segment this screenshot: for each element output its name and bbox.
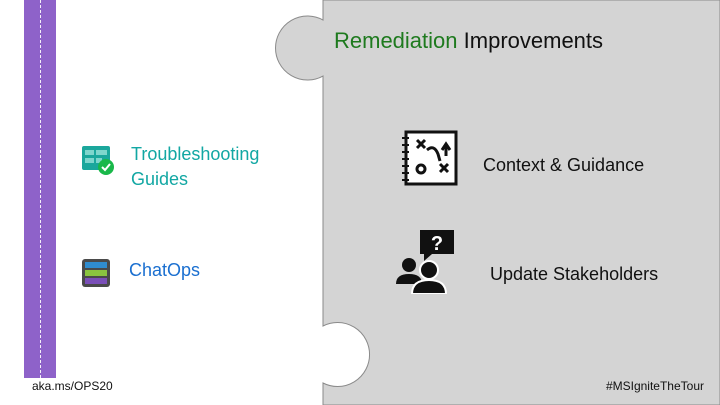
troubleshooting-guide-icon [82,146,114,175]
footer-link: aka.ms/OPS20 [32,379,113,393]
svg-text:?: ? [431,233,443,255]
title-rest: Improvements [463,28,604,53]
playbook-strategy-icon [402,130,458,186]
update-stakeholders-label: Update Stakeholders [490,264,659,284]
slide-title: Remediation Improvements [334,28,603,54]
chatops-icon [82,259,110,287]
context-guidance-label: Context & Guidance [483,155,645,175]
chatops-label: ChatOps [129,260,201,280]
dashed-divider [40,0,41,378]
stakeholders-question-icon: ? [396,230,454,294]
footer-hashtag: #MSIgniteTheTour [605,379,704,393]
title-accent: Remediation [334,28,458,53]
troubleshooting-guides-label: Troubleshooting Guides [131,144,260,189]
